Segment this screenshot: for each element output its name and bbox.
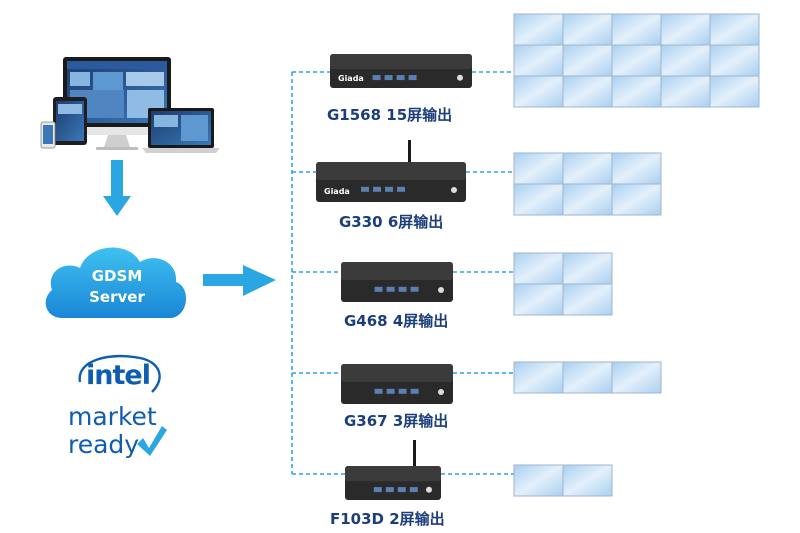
device-g330: Giada xyxy=(316,140,466,202)
screen-tile xyxy=(562,44,613,77)
server-label-line2: Server xyxy=(89,288,145,306)
device-top-panel xyxy=(345,466,441,482)
ready-text: ready xyxy=(68,430,140,459)
tablet-icon xyxy=(53,97,87,145)
screen-tile xyxy=(562,183,613,216)
port-icon xyxy=(374,286,383,292)
screen-tile xyxy=(709,44,760,77)
port-icon xyxy=(373,487,382,493)
screen-tile xyxy=(660,44,711,77)
port-icon xyxy=(373,186,381,192)
screen-tile xyxy=(709,13,760,46)
device-top-panel xyxy=(341,364,453,382)
screen-tile xyxy=(562,361,613,394)
port-icon xyxy=(408,75,417,81)
screen-tile xyxy=(660,13,711,46)
screen-tile xyxy=(513,152,564,185)
screen-tile xyxy=(513,283,564,316)
device-g367 xyxy=(341,364,453,404)
port-icon xyxy=(385,487,394,493)
power-button-icon xyxy=(438,389,444,395)
screen-tile xyxy=(611,13,662,46)
port-icon xyxy=(410,286,419,292)
checkmark-icon xyxy=(137,426,167,456)
port-icon xyxy=(398,388,407,394)
power-button-icon xyxy=(457,74,463,81)
screen-tile xyxy=(562,283,613,316)
port-icon xyxy=(384,75,393,81)
screen-wall-f103d xyxy=(513,464,613,497)
right-arrow-icon xyxy=(203,265,276,296)
screen-tile xyxy=(513,44,564,77)
device-top-panel xyxy=(341,262,453,280)
port-icon xyxy=(361,186,369,192)
screen-tile xyxy=(513,13,564,46)
port-icon xyxy=(386,286,395,292)
down-arrow-icon xyxy=(103,160,131,216)
port-icon xyxy=(397,186,405,192)
device-g468 xyxy=(341,262,453,302)
intel-logo xyxy=(78,354,161,393)
screen-wall-g367 xyxy=(513,361,662,394)
port-icon xyxy=(374,388,383,394)
power-button-icon xyxy=(451,187,457,193)
screen-tile xyxy=(513,183,564,216)
power-button-icon xyxy=(438,287,444,293)
intel-brand-text: intel xyxy=(86,360,151,391)
port-icon xyxy=(386,388,395,394)
antenna-icon xyxy=(413,440,416,468)
screen-tile xyxy=(562,75,613,108)
device-label-g1568: G1568 15屏输出 xyxy=(327,106,453,124)
port-icon xyxy=(409,487,418,493)
device-top-panel xyxy=(330,54,472,70)
port-icon xyxy=(385,186,393,192)
port-icon xyxy=(397,487,406,493)
screen-wall-g1568 xyxy=(513,13,760,108)
client-devices xyxy=(40,57,220,153)
device-g1568: Giada xyxy=(330,54,472,88)
market-text: market xyxy=(68,402,157,431)
screen-tile xyxy=(660,75,711,108)
brand-mark: Giada xyxy=(338,74,364,83)
device-f103d xyxy=(345,440,441,500)
screen-tile xyxy=(709,75,760,108)
power-button-icon xyxy=(426,486,432,493)
screen-tile xyxy=(611,361,662,394)
screen-tile xyxy=(562,152,613,185)
screen-wall-g330 xyxy=(513,152,662,216)
device-top-panel xyxy=(316,162,466,180)
screen-tile xyxy=(611,152,662,185)
brand-mark: Giada xyxy=(324,187,350,196)
port-icon xyxy=(410,388,419,394)
device-label-g468: G468 4屏输出 xyxy=(344,312,449,330)
device-label-f103d: F103D 2屏输出 xyxy=(330,510,445,528)
connector-lines xyxy=(291,71,514,475)
screen-tile xyxy=(513,361,564,394)
screen-tile xyxy=(562,13,613,46)
port-icon xyxy=(398,286,407,292)
screen-tile xyxy=(513,252,564,285)
screen-tile xyxy=(611,75,662,108)
phone-icon xyxy=(40,121,56,149)
device-label-g367: G367 3屏输出 xyxy=(344,412,449,430)
server-label-line1: GDSM xyxy=(91,267,143,285)
laptop-icon xyxy=(142,108,220,153)
screen-tile xyxy=(562,252,613,285)
device-label-g330: G330 6屏输出 xyxy=(339,213,444,231)
screen-tile xyxy=(513,75,564,108)
screen-tile xyxy=(611,183,662,216)
antenna-icon xyxy=(408,140,411,164)
screen-tile xyxy=(513,464,564,497)
cloud-icon xyxy=(45,247,187,318)
screen-tile xyxy=(562,464,613,497)
screen-wall-g468 xyxy=(513,252,613,316)
port-icon xyxy=(396,75,405,81)
port-icon xyxy=(372,75,381,81)
screen-tile xyxy=(611,44,662,77)
